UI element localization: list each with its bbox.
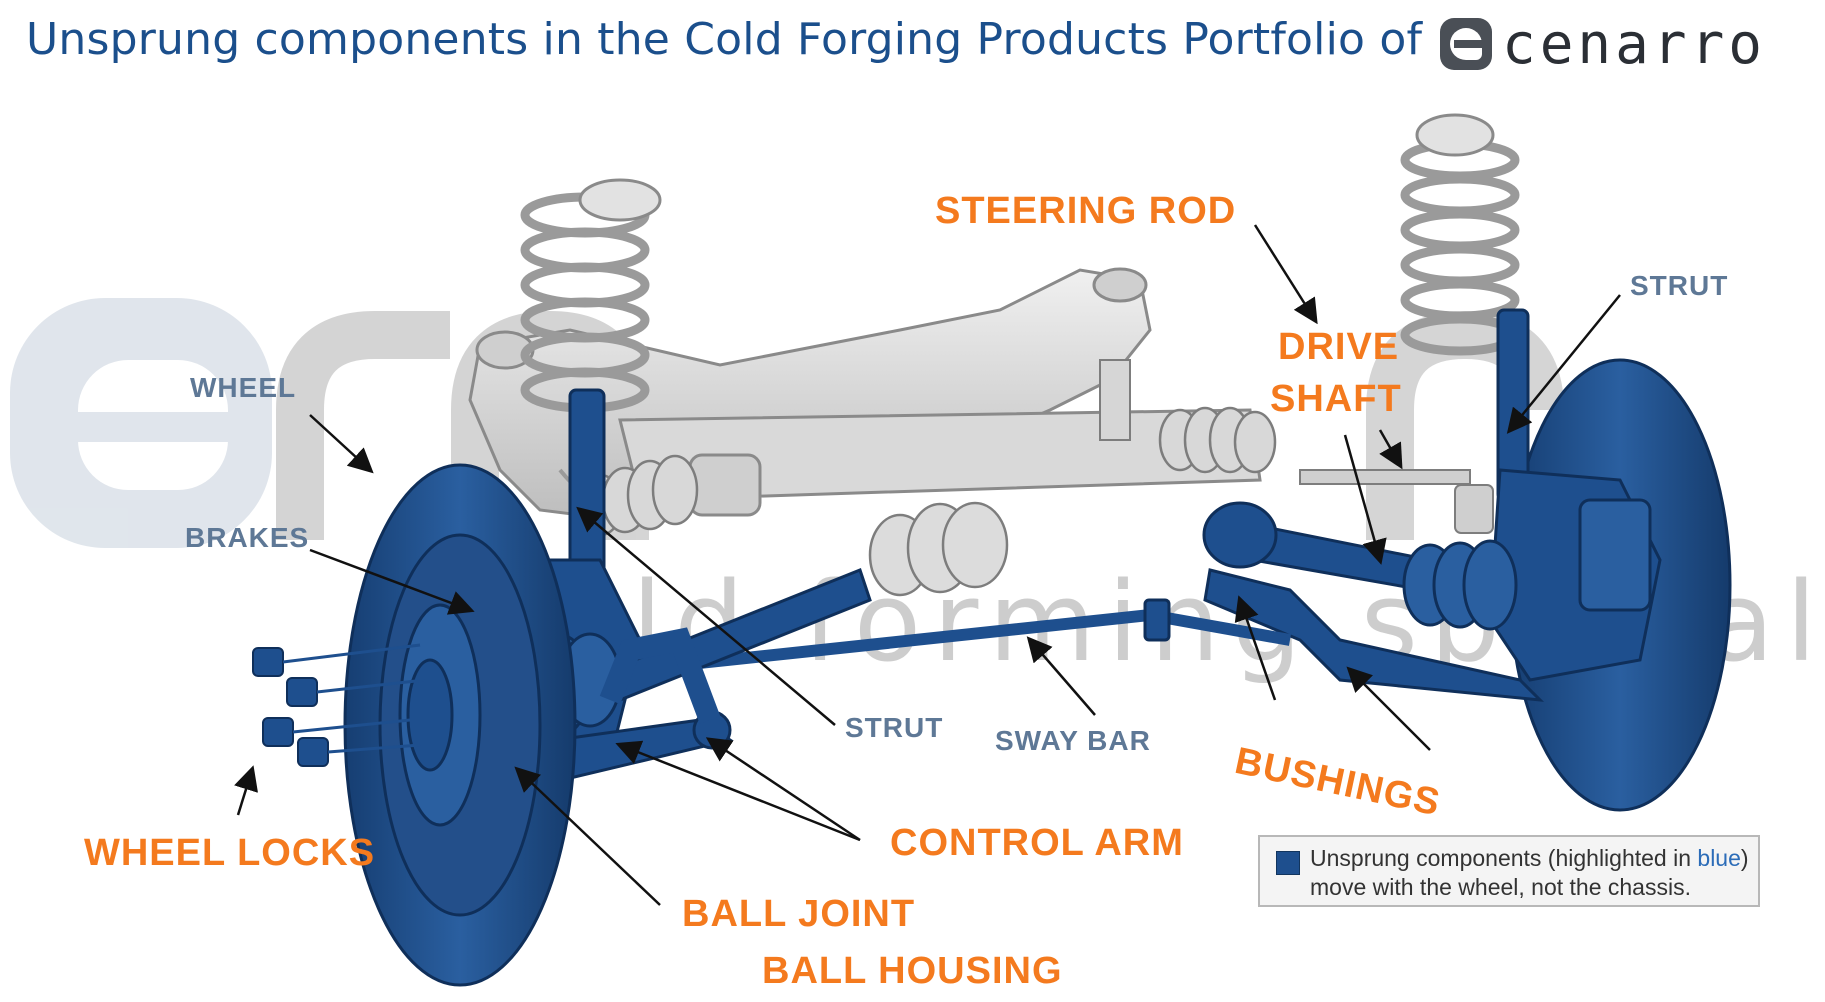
label-wheel: WHEEL (190, 372, 297, 403)
label-drive-shaft-line2: SHAFT (1270, 378, 1402, 420)
wheel-locks (252, 643, 426, 767)
legend-line-1: Unsprung components (highlighted in blue… (1310, 845, 1749, 872)
label-control-arm: CONTROL ARM (890, 822, 1184, 864)
label-strut-center: STRUT (845, 712, 944, 743)
legend-box: Unsprung components (highlighted in blue… (1258, 835, 1760, 907)
label-wheel-locks: WHEEL LOCKS (84, 832, 376, 874)
legend-highlight-word: blue (1697, 845, 1741, 871)
left-coil-spring (520, 192, 650, 413)
label-ball-joint: BALL JOINT (682, 893, 916, 935)
watermark-logo (10, 298, 1564, 548)
logo-e-icon (1440, 18, 1492, 70)
legend-swatch (1276, 851, 1300, 875)
legend-line-1-prefix: Unsprung components (highlighted in (1310, 845, 1698, 871)
legend-line-2: move with the wheel, not the chassis. (1310, 874, 1691, 900)
label-strut-right: STRUT (1630, 270, 1729, 301)
subframe (468, 267, 1494, 537)
brand-logo: cenarro (1440, 12, 1780, 77)
label-sway-bar: SWAY BAR (995, 725, 1151, 756)
label-ball-housing: BALL HOUSING (762, 950, 1063, 992)
unsprung-components (343, 308, 1732, 987)
cv-boot (868, 501, 1009, 597)
leader-lines (234, 224, 1621, 906)
label-steering-rod: STEERING ROD (935, 190, 1237, 232)
logo-text: cenarro (1502, 12, 1767, 77)
label-brakes: BRAKES (185, 522, 310, 553)
legend-line-1-suffix: ) (1740, 845, 1749, 871)
label-drive-shaft-line1: DRIVE (1278, 326, 1400, 368)
page-title: Unsprung components in the Cold Forging … (26, 14, 1423, 65)
